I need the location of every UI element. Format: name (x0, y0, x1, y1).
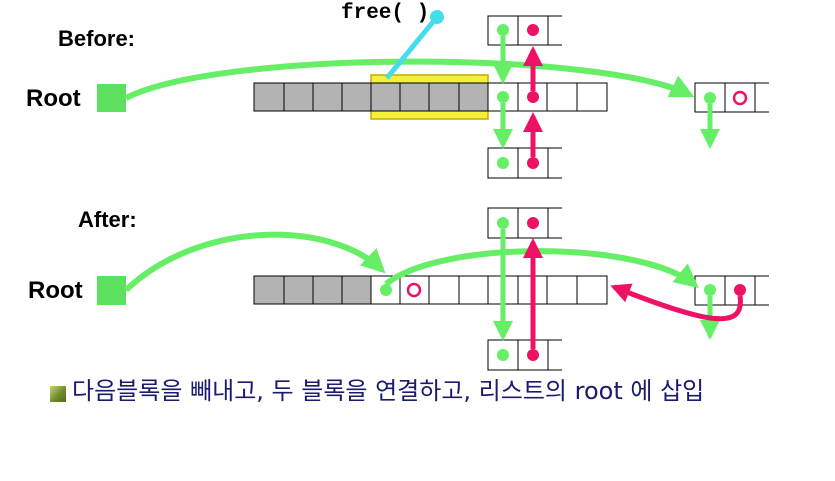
root-box-after (97, 276, 126, 305)
before-label: Before: (58, 26, 136, 51)
bullet-icon (50, 386, 66, 402)
free-block-right-before (694, 82, 769, 113)
free-pointer-line (385, 15, 439, 80)
free-block-bottom-before (487, 147, 562, 179)
root-to-right-block-arrow (124, 58, 695, 101)
free-pointer-dot (430, 10, 444, 24)
free-block-top-before (487, 15, 562, 46)
free-block-right-after (694, 275, 769, 306)
caption-text: 다음블록을 빼내고, 두 블록을 연결하고, 리스트의 root 에 삽입 (72, 377, 705, 405)
free-block-top-after (487, 207, 562, 239)
right-block-back-pink-arrow (610, 283, 743, 322)
root-label-after: Root (28, 277, 83, 304)
root-label-before: Root (26, 85, 81, 112)
free-block-bottom-after (487, 339, 562, 371)
root-box-before (97, 84, 126, 112)
memory-row-after (253, 275, 608, 305)
after-label: After: (78, 207, 137, 232)
free-call-label: free( ) (341, 2, 430, 25)
memory-row-before (253, 82, 608, 112)
root-to-freed-block-arrow (123, 231, 386, 293)
